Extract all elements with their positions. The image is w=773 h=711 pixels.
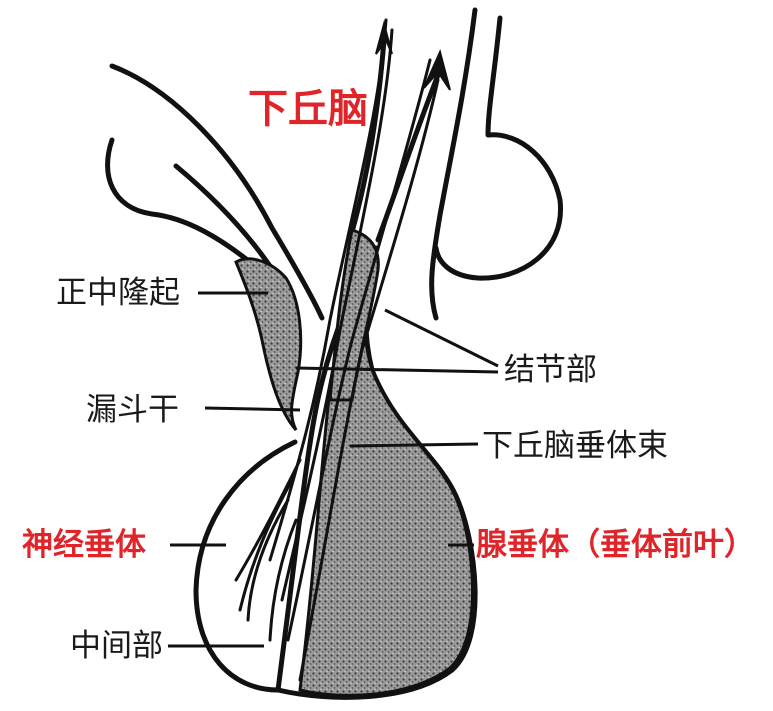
label-pars-tuberalis: 结节部: [504, 352, 597, 388]
median-eminence-shape: [236, 259, 301, 430]
adenohypophysis-shape: [300, 250, 473, 695]
left-inner-arm: [176, 166, 274, 272]
label-neurohypophysis: 神经垂体: [22, 527, 146, 563]
label-hypothalamo-hypophyseal-tract: 下丘脑垂体束: [482, 428, 668, 464]
label-pars-intermedia: 中间部: [70, 628, 163, 664]
label-adenohypophysis: 腺垂体（垂体前叶）: [476, 527, 755, 563]
leader-tract: [350, 444, 478, 446]
label-hypothalamus: 下丘脑: [248, 86, 368, 132]
leader-infundibular-stalk: [205, 408, 300, 410]
label-median-eminence: 正中隆起: [56, 275, 180, 311]
label-infundibular-stalk: 漏斗干: [86, 392, 179, 428]
leader-pars-tuberalis-1: [385, 310, 498, 366]
